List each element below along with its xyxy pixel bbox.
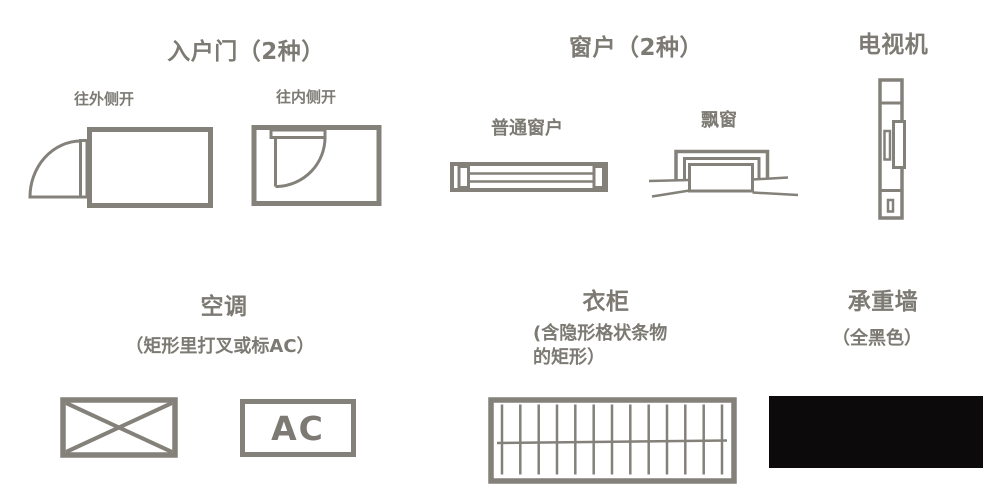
wardrobe-hanger-strips [500,404,724,475]
ac-label: AC [271,408,325,448]
bearing-wall-solid-icon [769,396,983,468]
door-outward-swing-arc [28,139,81,199]
bay-window-right-wall-line [752,191,799,197]
bearing-wall-note: （全黑色） [832,328,922,349]
ac-labeled-rectangle-icon: AC [240,399,356,457]
window-title: 窗户（2种） [568,35,703,61]
bay-window-icon [648,149,799,198]
plain-window-left-post [457,165,470,189]
door-inward-swing-arc [275,137,327,188]
door-inward-opening [269,128,327,139]
entry-door-title: 入户门（2种） [167,39,325,65]
tv-screen-panel [892,120,906,169]
door-swing-inward-icon [251,125,382,206]
entry-door-inward-label: 往内侧开 [275,88,336,106]
ac-note: （矩形里打叉或标AC） [125,336,315,357]
plain-window-label: 普通窗户 [491,118,563,139]
tv-base-detail [886,198,895,213]
bearing-wall-title: 承重墙 [847,289,919,315]
tv-inner-panel [883,129,892,161]
bay-window-right-wall-line [752,176,789,181]
bay-window-middle-frame [683,157,761,180]
plain-window-icon [450,162,608,192]
plain-window-right-post [592,165,605,189]
door-swing-outward-icon [28,127,213,208]
plain-window-frame [450,162,608,192]
wardrobe-rail-line [496,439,728,445]
bay-window-outer-frame [674,149,770,181]
tv-unit-icon [878,78,906,220]
wardrobe-title: 衣柜 [582,289,630,315]
entry-door-outward-label: 往外侧开 [73,90,134,108]
wardrobe-note: (含隐形格状条物 的矩形） [533,322,713,370]
wardrobe-grid-rectangle-icon [488,397,737,484]
ac-title: 空调 [200,294,248,320]
door-outward-leaf [79,139,89,199]
tv-title: 电视机 [857,32,929,58]
bay-window-left-wall-line [651,189,690,198]
bay-window-left-wall-line [648,178,690,183]
door-outward-frame [87,127,213,208]
bay-window-inner-sill [688,163,754,193]
wardrobe-note-line2: 的矩形） [533,347,605,368]
bay-window-label: 飘窗 [701,110,737,131]
ac-cross-line [65,401,173,454]
wardrobe-note-line1: (含隐形格状条物 [533,323,668,344]
ac-crossed-rectangle-icon [60,397,178,458]
